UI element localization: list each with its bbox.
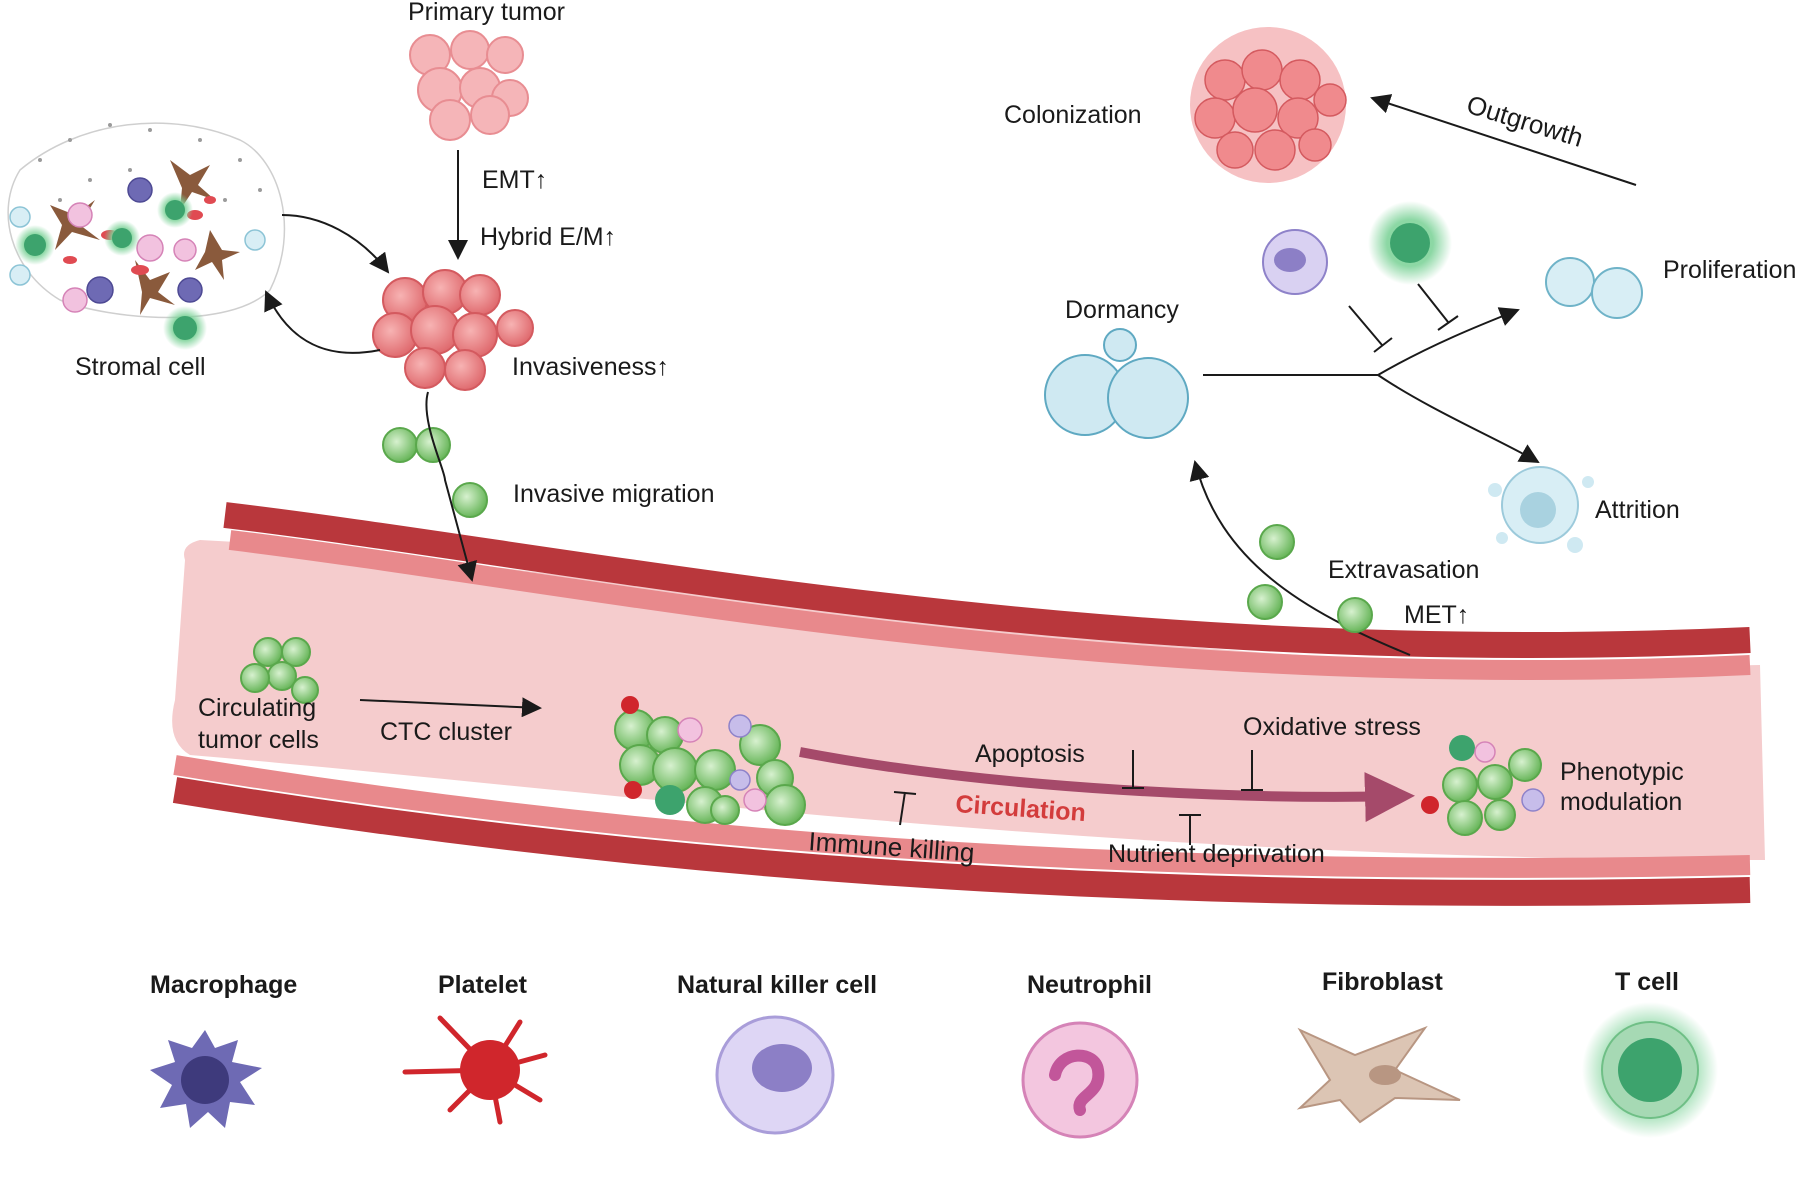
dormant-cells bbox=[1044, 328, 1189, 439]
legend-item-fibroblast: Fibroblast bbox=[1296, 968, 1461, 1124]
immune-killing-inhibit bbox=[893, 791, 917, 826]
oxidative-stress-label: Oxidative stress bbox=[1243, 713, 1421, 741]
neutrophil-icon bbox=[62, 202, 197, 313]
invasiveness-label: Invasiveness↑ bbox=[512, 353, 669, 381]
legend: Macrophage Platelet Natural killer cell … bbox=[150, 968, 1718, 1139]
apoptosis-label: Apoptosis bbox=[975, 740, 1085, 768]
nutrient-deprivation-inhibit bbox=[1179, 814, 1201, 845]
legend-label-nk-cell: Natural killer cell bbox=[677, 971, 877, 999]
tumor-to-stroma-arrow bbox=[264, 290, 381, 354]
macrophage-icon bbox=[150, 1030, 262, 1128]
macrophage-icon bbox=[86, 177, 203, 304]
nk-cell-icon bbox=[715, 1015, 835, 1135]
ctc-cluster-arrow bbox=[359, 697, 542, 718]
apoptosis-inhibit bbox=[1122, 750, 1144, 789]
stromal-microenvironment bbox=[7, 122, 286, 350]
t-cell-inhibit-line bbox=[1417, 283, 1459, 331]
fibroblast-icon bbox=[1296, 1025, 1461, 1124]
legend-label-neutrophil: Neutrophil bbox=[1027, 971, 1152, 999]
legend-item-macrophage: Macrophage bbox=[150, 971, 297, 1128]
nk-inhibit-line bbox=[1348, 305, 1393, 353]
invasive-migration-label: Invasive migration bbox=[513, 480, 714, 508]
outgrowth-label: Outgrowth bbox=[1463, 89, 1586, 153]
ctc-cluster-label: CTC cluster bbox=[380, 718, 512, 746]
circulating-tumor-cells-label-line2: tumor cells bbox=[198, 726, 319, 754]
extravasating-ctc-cells bbox=[1247, 524, 1373, 633]
attrition-cell bbox=[1488, 466, 1594, 553]
t-cell-icon bbox=[1368, 201, 1452, 285]
primary-tumor-cluster bbox=[409, 30, 529, 141]
hybrid-em-label: Hybrid E/M↑ bbox=[480, 223, 616, 251]
ctc-group bbox=[240, 637, 319, 704]
oxidative-stress-inhibit bbox=[1241, 750, 1263, 791]
proliferating-cells bbox=[1545, 257, 1643, 319]
proliferation-arrow bbox=[1377, 307, 1520, 376]
phenotypic-modulation-label-line1: Phenotypic bbox=[1560, 758, 1684, 786]
circulation-arrow bbox=[799, 747, 1415, 823]
legend-label-platelet: Platelet bbox=[438, 971, 528, 999]
stroma-to-tumor-arrow bbox=[281, 214, 390, 274]
met-label: MET↑ bbox=[1404, 601, 1469, 629]
neutrophil-icon bbox=[1021, 1021, 1139, 1139]
extravasation-label: Extravasation bbox=[1328, 556, 1479, 584]
legend-label-macrophage: Macrophage bbox=[150, 971, 297, 999]
vessel-endothelium-top bbox=[228, 530, 1751, 681]
attrition-label: Attrition bbox=[1595, 496, 1680, 524]
dormancy-label: Dormancy bbox=[1065, 296, 1179, 324]
nk-cell-icon bbox=[1262, 229, 1328, 295]
legend-item-nk-cell: Natural killer cell bbox=[677, 971, 877, 1135]
invasive-migration-arrow bbox=[425, 391, 477, 582]
proliferation-label: Proliferation bbox=[1663, 256, 1796, 284]
nutrient-deprivation-label: Nutrient deprivation bbox=[1108, 840, 1325, 868]
ctc-cluster bbox=[614, 696, 806, 826]
legend-label-t-cell: T cell bbox=[1615, 968, 1679, 996]
invasive-tumor-cluster bbox=[372, 269, 534, 391]
phenotypic-modulation-label-line2: modulation bbox=[1560, 788, 1682, 816]
circulating-tumor-cells-label-line1: Circulating bbox=[198, 694, 316, 722]
platelet-body bbox=[460, 1040, 520, 1100]
stromal-cell-label: Stromal cell bbox=[75, 353, 206, 381]
vessel-wall-top bbox=[223, 502, 1751, 659]
extravasation-arrow bbox=[1189, 460, 1411, 656]
vessel-wall-bottom bbox=[172, 777, 1751, 906]
legend-item-platelet: Platelet bbox=[402, 971, 548, 1125]
colonization-label: Colonization bbox=[1004, 101, 1142, 129]
t-cell-icon bbox=[15, 192, 207, 350]
emt-label: EMT↑ bbox=[482, 166, 547, 194]
legend-label-fibroblast: Fibroblast bbox=[1322, 968, 1444, 996]
legend-item-neutrophil: Neutrophil bbox=[1021, 971, 1152, 1139]
migrating-ctc-cells bbox=[382, 427, 488, 518]
t-cell-icon bbox=[1582, 1002, 1718, 1138]
legend-item-t-cell: T cell bbox=[1582, 968, 1718, 1138]
attrition-arrow bbox=[1377, 374, 1540, 464]
primary-tumor-label: Primary tumor bbox=[408, 0, 565, 26]
colonization-mass bbox=[1190, 27, 1347, 183]
vessel-endothelium-bottom bbox=[173, 755, 1751, 878]
outgrowth-arrow bbox=[1370, 94, 1637, 186]
modulated-cluster bbox=[1421, 735, 1545, 836]
dormant-cells-small bbox=[9, 206, 266, 286]
